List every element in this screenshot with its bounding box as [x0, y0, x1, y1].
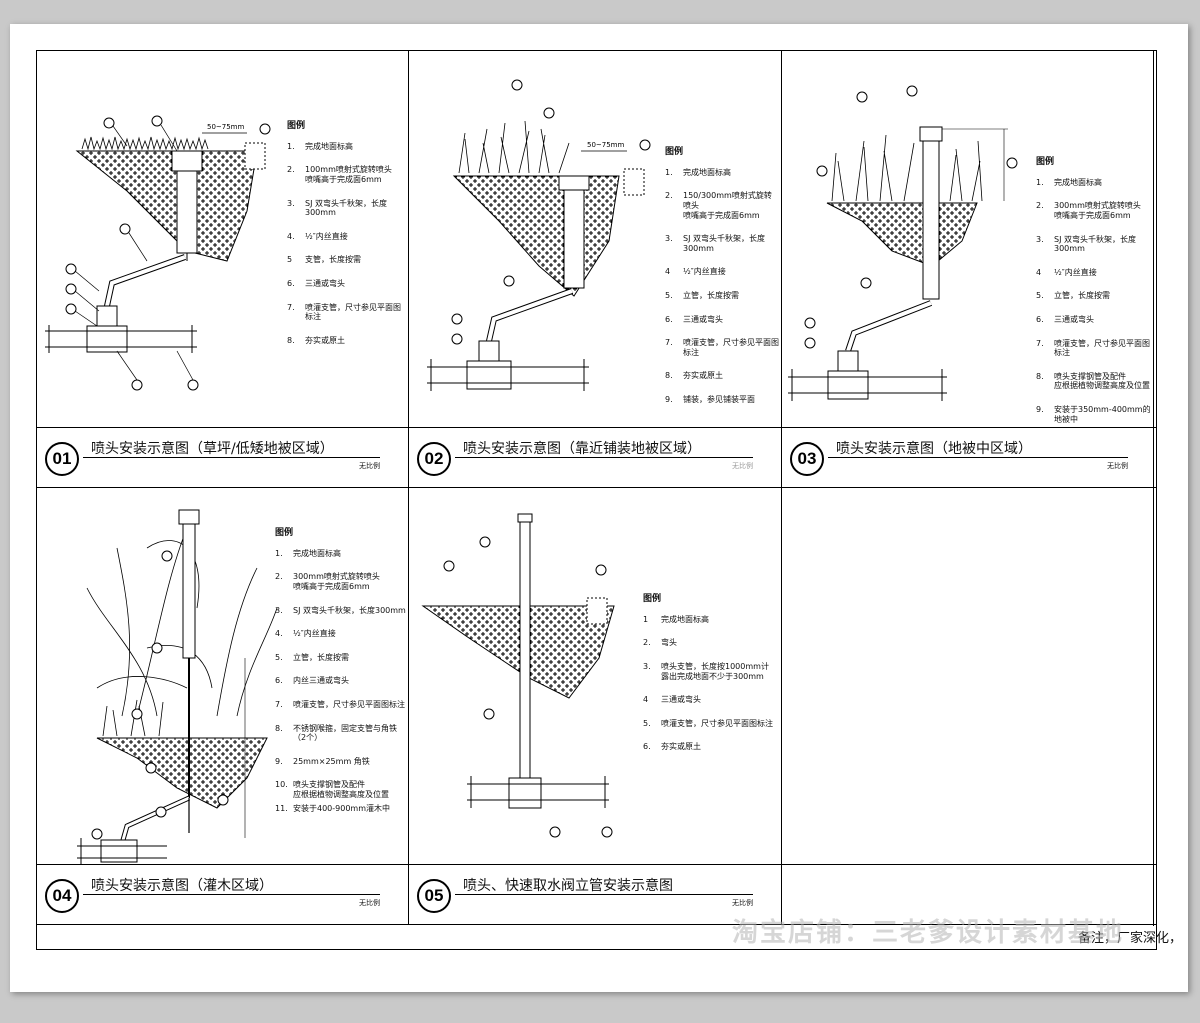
scale-label: 无比例 [359, 899, 380, 907]
legend-item: 5.立管，长度按需 [665, 290, 739, 300]
detail-title: 喷头安装示意图（靠近铺装地被区域） [463, 441, 701, 457]
detail-number: 01 [45, 442, 79, 476]
drawing-sheet: 50~75mm 图例 1.完成地面标高 2.100mm喷射式旋转喷头 喷嘴高于完… [10, 24, 1188, 992]
legend-item: 5.立管，长度按需 [1036, 291, 1110, 301]
panel-titlebar: 02 喷头安装示意图（靠近铺装地被区域） 无比例 [409, 427, 781, 487]
legend-item: 6.内丝三通或弯头 [275, 676, 349, 686]
legend-item: 5.立管，长度按需 [275, 652, 349, 662]
legend-item: 3.SJ 双弯头千秋架，长度300mm [1036, 234, 1136, 254]
detail-title: 喷头安装示意图（草坪/低矮地被区域） [91, 441, 334, 457]
panel-titlebar: 05 喷头、快速取水阀立管安装示意图 无比例 [409, 864, 781, 924]
legend-item: 7.喷灌支管，尺寸参见平面图标注 [665, 338, 779, 357]
panel-titlebar: 04 喷头安装示意图（灌木区域） 无比例 [37, 864, 408, 924]
panel-titlebar: 03 喷头安装示意图（地被中区域） 无比例 [782, 427, 1156, 487]
detail-title: 喷头安装示意图（地被中区域） [836, 441, 1032, 457]
empty-panel [781, 487, 1157, 925]
detail-panel-04: 图例 1.完成地面标高 2.300mm喷射式旋转喷头 喷嘴高于完成面6mm 3.… [36, 487, 409, 925]
legend-item: 11.安装于400-900mm灌木中 [275, 803, 391, 813]
legend-item: 3.SJ 双弯头千秋架，长度300mm [665, 234, 765, 253]
dimension-label: 50~75mm [207, 123, 244, 131]
legend-item: 7.喷灌支管，尺寸参见平面图标注 [275, 699, 405, 709]
standpipe-detail-drawing-05 [421, 513, 615, 838]
sprinkler-detail-drawing-01: 50~75mm [45, 115, 271, 391]
legend-item: 9.铺装，参见铺装平面 [665, 394, 755, 404]
legend-item: 8.喷头支撑钢管及配件 应根据植物调整高度及位置 [1036, 371, 1150, 391]
title-strip [1153, 50, 1159, 926]
legend-item: 2.300mm喷射式旋转喷头 喷嘴高于完成面6mm [1036, 201, 1141, 220]
panel-titlebar [782, 864, 1156, 924]
legend-item: 1.完成地面标高 [287, 141, 353, 151]
detail-number: 04 [45, 879, 79, 913]
legend-item: 2.100mm喷射式旋转喷头 喷嘴高于完成面6mm [287, 165, 392, 184]
legend-item: 7.喷灌支管，尺寸参见平面图标注 [1036, 338, 1150, 358]
legend-item: 1.完成地面标高 [665, 167, 731, 177]
legend-item: 8.不锈钢喉箍，固定支管与角铁（2个） [275, 723, 397, 743]
legend-item: 2.弯头 [643, 638, 677, 648]
legend-item: 3.喷头支管，长度按1000mm计 露出完成地面不少于300mm [643, 661, 769, 681]
legend-item: 5.喷灌支管，尺寸参见平面图标注 [643, 718, 773, 728]
legend-item: 3.SJ 双弯头千秋架，长度300mm [287, 198, 387, 218]
detail-number: 02 [417, 442, 451, 476]
detail-panel-03: 图例 1.完成地面标高 2.300mm喷射式旋转喷头 喷嘴高于完成面6mm 3.… [781, 50, 1157, 488]
dimension-label: 50~75mm [587, 141, 624, 149]
legend-item: 8.夯实或原土 [665, 371, 723, 381]
legend-item: 6.三通或弯头 [287, 278, 345, 288]
legend-item: 2.300mm喷射式旋转喷头 喷嘴高于完成面6mm [275, 572, 380, 591]
title-rule [83, 894, 380, 895]
legend-title: 图例 [665, 147, 684, 157]
scale-label: 无比例 [359, 462, 380, 470]
legend-item: 9.25mm×25mm 角铁 [275, 756, 370, 766]
legend-title: 图例 [287, 121, 306, 131]
legend-item: 9.安装于350mm-400mm的地被中 [1036, 404, 1151, 424]
legend-item: 4.½″内丝直接 [287, 231, 348, 241]
scale-label: 无比例 [732, 462, 753, 470]
legend-title: 图例 [1036, 157, 1055, 167]
detail-number: 03 [790, 442, 824, 476]
title-rule [455, 894, 753, 895]
sprinkler-detail-drawing-03 [788, 85, 1018, 401]
legend-item: 10.喷头支撑钢管及配件 应根据植物调整高度及位置 [275, 780, 389, 799]
scale-label: 无比例 [1107, 462, 1128, 470]
legend-title: 图例 [275, 528, 294, 538]
panel-titlebar: 01 喷头安装示意图（草坪/低矮地被区域） 无比例 [37, 427, 408, 487]
title-rule [83, 457, 380, 458]
legend-item: 1.完成地面标高 [1036, 177, 1102, 187]
legend-item: 2.150/300mm喷射式旋转喷头 喷嘴高于完成面6mm [665, 191, 772, 220]
legend-02: 图例 1.完成地面标高 2.150/300mm喷射式旋转喷头 喷嘴高于完成面6m… [665, 147, 779, 419]
detail-title: 喷头、快速取水阀立管安装示意图 [463, 878, 673, 894]
watermark: 淘宝店铺：三老爹设计素材基地 [732, 918, 1125, 948]
legend-item: 7.喷灌支管，尺寸参见平面图标注 [287, 302, 401, 322]
sprinkler-detail-drawing-02: 50~75mm [427, 79, 651, 391]
title-rule [455, 457, 753, 458]
legend-title: 图例 [643, 594, 662, 604]
detail-panel-02: 50~75mm 图例 1.完成地面标高 2.150/300mm喷射式旋转喷头 喷… [408, 50, 782, 488]
detail-panel-01: 50~75mm 图例 1.完成地面标高 2.100mm喷射式旋转喷头 喷嘴高于完… [36, 50, 409, 488]
legend-03: 图例 1.完成地面标高 2.300mm喷射式旋转喷头 喷嘴高于完成面6mm 3.… [1036, 157, 1154, 438]
legend-01: 图例 1.完成地面标高 2.100mm喷射式旋转喷头 喷嘴高于完成面6mm 3.… [287, 121, 405, 359]
detail-title: 喷头安装示意图（灌木区域） [91, 878, 273, 894]
detail-number: 05 [417, 879, 451, 913]
legend-item: 1.完成地面标高 [275, 548, 341, 558]
legend-item: 6.夯实或原土 [643, 742, 701, 752]
legend-item: 8.夯实或原土 [287, 335, 345, 345]
legend-item: 4.½″内丝直接 [275, 629, 336, 639]
sprinkler-detail-drawing-04 [77, 509, 278, 864]
legend-item: 3.SJ 双弯头千秋架，长度300mm [275, 605, 406, 615]
scale-label: 无比例 [732, 899, 753, 907]
legend-item: 6.三通或弯头 [1036, 314, 1094, 324]
legend-04: 图例 1.完成地面标高 2.300mm喷射式旋转喷头 喷嘴高于完成面6mm 3.… [275, 528, 407, 827]
title-rule [828, 457, 1128, 458]
legend-item: 6.三通或弯头 [665, 314, 723, 324]
remark-note: 备注，厂家深化， [1077, 931, 1182, 946]
